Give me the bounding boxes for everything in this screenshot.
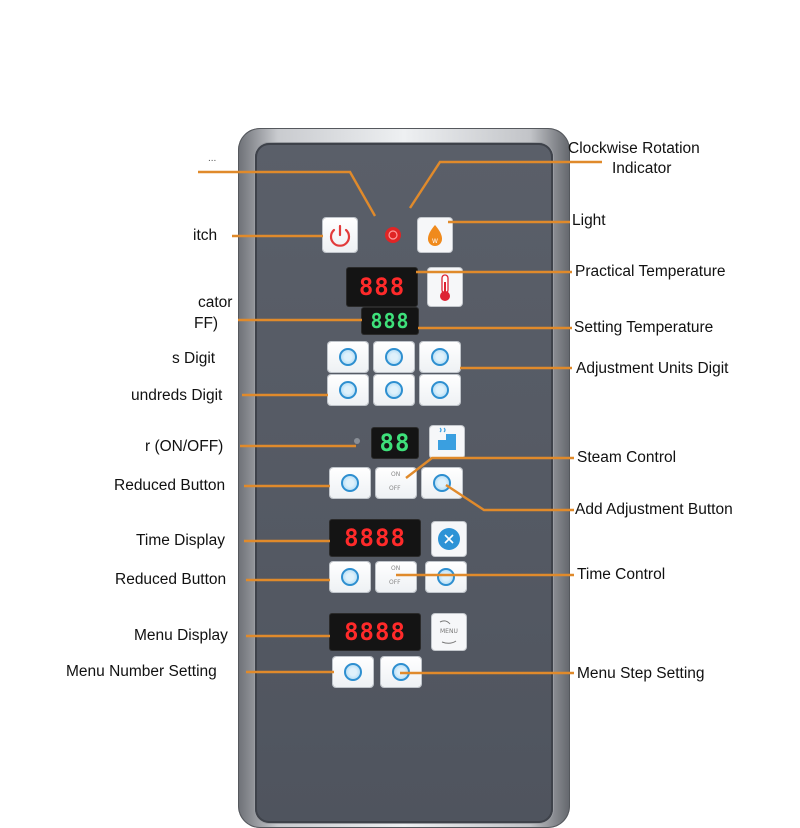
add-adjustment-button-label: Add Adjustment Button [575,501,733,518]
steam-indicator-icon [354,438,360,444]
button-ring [437,568,455,586]
menu-number-setting-label: Menu Number Setting [66,663,217,680]
thermometer-icon [440,274,450,301]
steam-control-label: Steam Control [577,449,677,466]
off-label: OFF [389,485,401,492]
tens-digit-button-2[interactable] [374,342,414,372]
tens-digit-button-3[interactable] [420,342,460,372]
tens-digit-button-1[interactable] [328,342,368,372]
button-ring [339,381,357,399]
time-control-button[interactable]: ON OFF [376,562,416,592]
leader-add [445,483,574,512]
on-label: ON [391,471,401,478]
units-digit-button[interactable] [420,375,460,405]
time-control-label: Time Control [577,566,666,583]
hundreds-digit-button-2[interactable] [374,375,414,405]
menu-display-label: Menu Display [134,627,228,644]
reduced-button-label-1: Reduced Button [114,477,226,494]
leader-lines [198,160,602,675]
on-label: ON [391,565,401,572]
light-label: Light [572,212,606,229]
time-add-button[interactable] [426,562,466,592]
reduced-button-label-2: Reduced Button [115,571,227,588]
menu-display: 8888 [330,614,420,650]
indicator-label-cut-line1: cator [198,294,233,311]
reduced-button-steam[interactable] [330,468,370,498]
button-ring [431,348,449,366]
leader-clockwise [408,160,602,209]
svg-text:W: W [432,238,438,245]
steam-tile [430,426,464,458]
indicator-label-cut-line2: FF) [194,315,219,332]
steam-display: 88 [372,428,418,458]
on-off-label-cut: r (ON/OFF) [145,438,224,455]
thermometer-tile [428,268,462,306]
menu-icon [439,620,457,644]
practical-temperature-label: Practical Temperature [575,263,726,280]
diagram-stage: W 888 888 88 ON OFF 8888 [66,128,733,828]
button-ring [385,381,403,399]
timer-icon [438,528,460,550]
button-ring [433,474,451,492]
power-switch-button[interactable] [323,218,357,252]
light-bulb-icon: W [428,225,442,246]
timer-tile [432,522,466,556]
setting-temperature-display: 888 [362,308,418,334]
button-ring [431,381,449,399]
clockwise-rotation-label-line2: Indicator [612,160,672,177]
leader-left-top [198,170,377,217]
button-ring [341,474,359,492]
clockwise-rotation-label-line1: Clockwise Rotation [568,140,700,157]
rotation-indicator-icon [385,227,401,243]
button-ring [385,348,403,366]
time-display: 8888 [330,520,420,556]
add-adjustment-button[interactable] [422,468,462,498]
tens-digit-label-cut: s Digit [172,350,216,367]
reduced-button-time[interactable] [330,562,370,592]
steam-icon [438,427,456,450]
menu-number-button[interactable] [333,657,373,687]
light-button[interactable]: W [418,218,452,252]
menu-tile: MENU [432,614,466,650]
power-switch-label-cut: itch [193,227,218,244]
menu-step-setting-label: Menu Step Setting [577,665,705,682]
power-icon [329,224,351,247]
button-ring [339,348,357,366]
practical-temperature-display: 888 [347,268,417,306]
menu-icon-label: MENU [440,628,458,635]
off-label: OFF [389,579,401,586]
leader-steam [405,456,574,479]
setting-temperature-label: Setting Temperature [574,319,714,336]
button-ring [341,568,359,586]
steam-control-button[interactable]: ON OFF [376,468,416,498]
adjustment-units-digit-label: Adjustment Units Digit [576,360,729,377]
hundreds-digit-button-1[interactable] [328,375,368,405]
time-display-label: Time Display [136,532,225,549]
left-top-label-cut: ... [208,153,217,164]
button-ring [344,663,362,681]
hundreds-digit-label-cut: undreds Digit [131,387,223,404]
